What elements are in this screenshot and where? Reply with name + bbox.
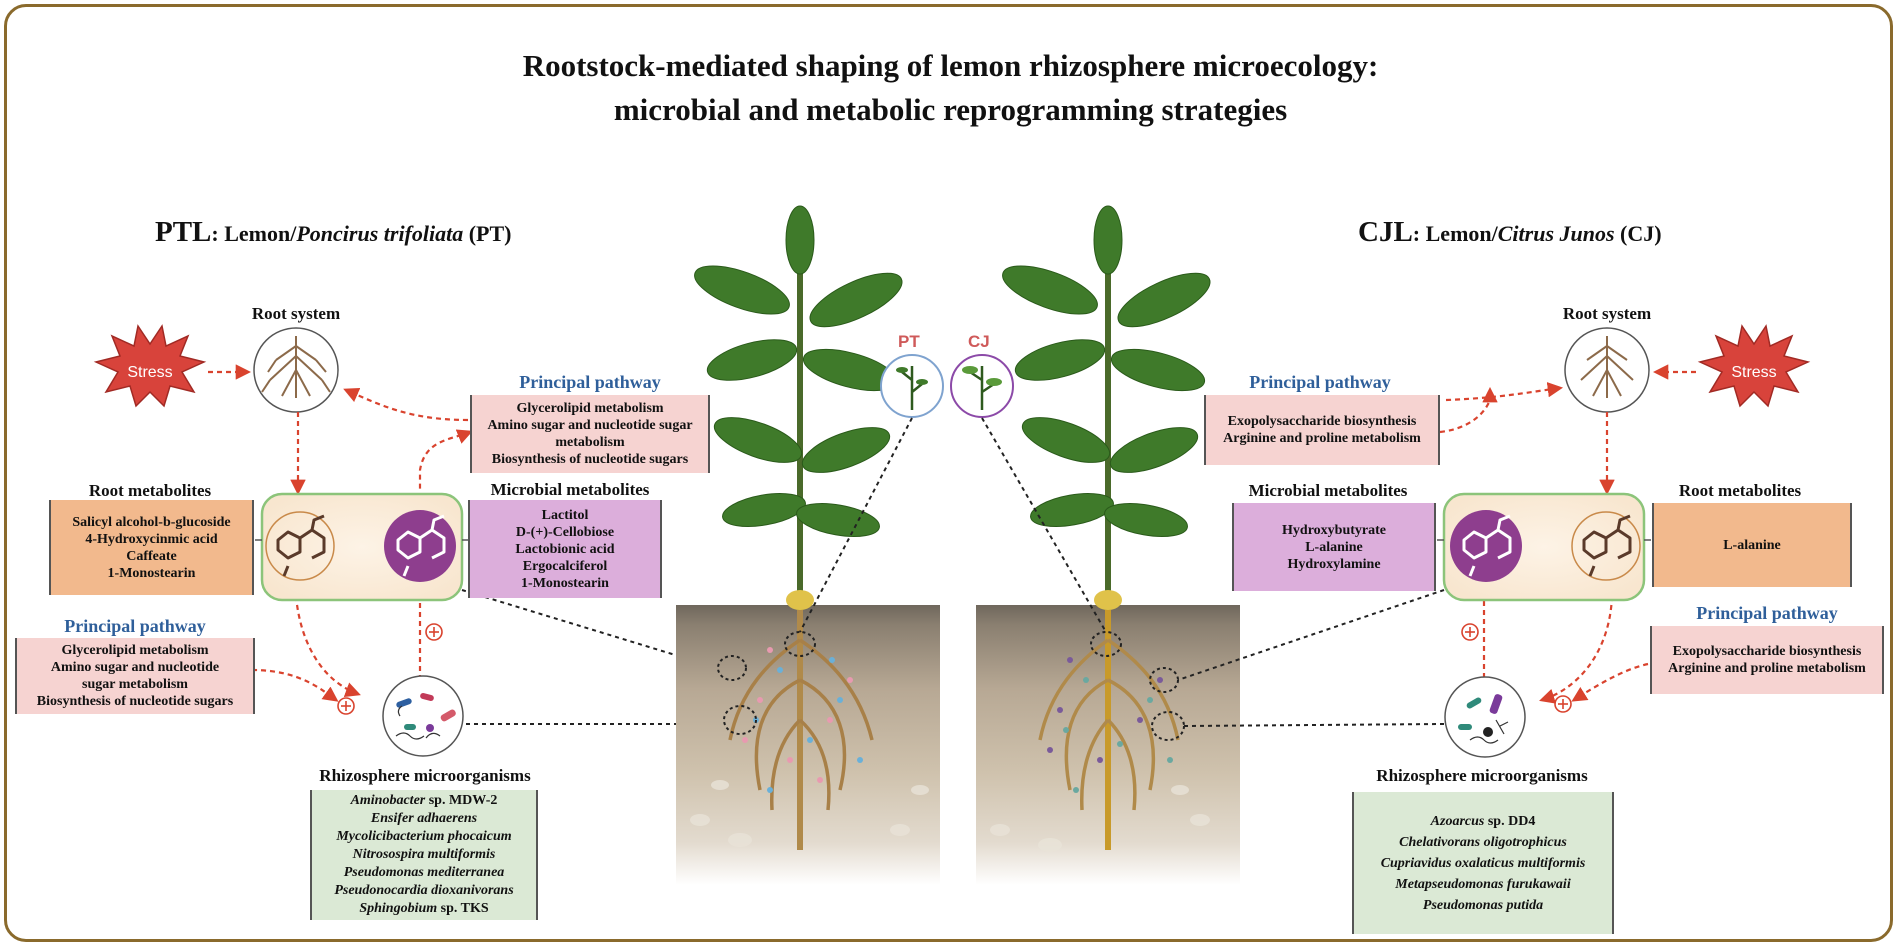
- pathway-line: Glycerolipid metabolism: [61, 643, 209, 658]
- seedling-cj-icon: [950, 354, 1014, 418]
- microbe-item: Pseudomonas putida: [1422, 897, 1544, 913]
- principal-pathway-title-right-bottom: Principal pathway: [1696, 603, 1838, 623]
- left-arrows: [208, 364, 473, 702]
- microbe-item: Azoarcus sp. DD4: [1430, 813, 1536, 829]
- pathway-line: Glycerolipid metabolism: [516, 401, 664, 416]
- stress-label-left: Stress: [127, 364, 173, 381]
- principal-pathway-box-right-bottom: Exopolysaccharide biosynthesis Arginine …: [1650, 626, 1884, 694]
- right-heading-text: Lemon/: [1425, 221, 1498, 246]
- pathway-line: Arginine and proline metabolism: [1668, 661, 1866, 676]
- metabolite-item: 1-Monostearin: [521, 575, 609, 591]
- pathway-line: Exopolysaccharide biosynthesis: [1227, 414, 1417, 429]
- principal-pathway-title-left-bottom: Principal pathway: [64, 616, 206, 636]
- pathway-line: Biosynthesis of nucleotide sugars: [491, 452, 689, 467]
- pathway-line: Amino sugar and nucleotide: [50, 660, 220, 675]
- microorganisms-box-right: Azoarcus sp. DD4 Chelativorans oligotrop…: [1352, 792, 1614, 934]
- metabolite-item: Hydroxylamine: [1287, 556, 1381, 572]
- figure-frame: [4, 4, 1893, 942]
- lemon-plant-icon-left: [694, 205, 903, 850]
- microbe-item: Pseudonocardia dioxanivorans: [334, 883, 514, 898]
- metabolite-panel-left: [255, 492, 470, 602]
- microbial-metabolites-box-left: Lactitol D-(+)-Cellobiose Lactobionic ac…: [468, 500, 662, 598]
- right-heading: CJL: Lemon/Citrus Junos (CJ): [1358, 216, 1662, 248]
- figure-title-line1: Rootstock-mediated shaping of lemon rhiz…: [522, 48, 1379, 83]
- microbe-item: Metapseudomonas furukawaii: [1395, 876, 1571, 892]
- pathway-line: metabolism: [555, 435, 625, 450]
- metabolite-item: Lactobionic acid: [515, 541, 615, 557]
- microbe-item: Chelativorans oligotrophicus: [1399, 834, 1567, 850]
- metabolite-item: Ergocalciferol: [522, 558, 608, 574]
- pathway-line: Biosynthesis of nucleotide sugars: [36, 694, 234, 709]
- plus-circle-icon: [337, 623, 443, 715]
- plus-circle-icon-right: [1461, 623, 1572, 713]
- microbial-metabolites-title-right: Microbial metabolites: [1248, 481, 1408, 500]
- left-heading: PTL: Lemon/Poncirus trifoliata (PT): [155, 216, 512, 248]
- root-metabolites-box-left: Salicyl alcohol-b-glucoside 4-Hydroxycin…: [49, 500, 254, 595]
- microbe-icon: [382, 675, 464, 757]
- rhizosphere-microorganisms-title-left: Rhizosphere microorganisms: [319, 766, 531, 785]
- right-arrows: [1439, 364, 1696, 704]
- lemon-plant-icon-right: [1002, 205, 1211, 850]
- microbial-metabolites-title-left: Microbial metabolites: [490, 480, 650, 499]
- microbe-item: Nitrosospira multiformis: [352, 847, 496, 862]
- right-heading-species: Citrus Junos: [1497, 221, 1615, 246]
- microbe-icon-right: [1444, 676, 1526, 758]
- metabolite-item: Hydroxybutyrate: [1282, 522, 1386, 538]
- stress-star-icon: [93, 324, 207, 408]
- metabolite-item: Salicyl alcohol-b-glucoside: [72, 514, 231, 530]
- principal-pathway-box-left-bottom: Glycerolipid metabolism Amino sugar and …: [15, 638, 255, 714]
- metabolite-item: L-alanine: [1305, 539, 1363, 555]
- right-heading-code: (CJ): [1620, 221, 1662, 246]
- pathway-line: Arginine and proline metabolism: [1223, 431, 1421, 446]
- microbial-metabolites-box-right: Hydroxybutyrate L-alanine Hydroxylamine: [1232, 503, 1436, 591]
- principal-pathway-title-right-top: Principal pathway: [1249, 372, 1391, 392]
- stress-label-right: Stress: [1731, 364, 1777, 381]
- seedling-pt-icon: [880, 354, 944, 418]
- left-heading-abbr: PTL: [155, 216, 212, 248]
- microbe-item: Mycolicibacterium phocaicum: [336, 829, 512, 844]
- principal-pathway-title-left-top: Principal pathway: [519, 372, 661, 392]
- metabolite-panel-right: [1437, 492, 1651, 602]
- tag-pt: PT: [898, 332, 920, 351]
- left-heading-species: Poncirus trifoliata: [296, 221, 464, 246]
- left-heading-text: Lemon/: [224, 221, 297, 246]
- root-system-icon-right: [1564, 327, 1650, 413]
- tag-cj: CJ: [968, 332, 990, 351]
- root-system-label-right: Root system: [1562, 304, 1652, 323]
- rhizosphere-microorganisms-title-right: Rhizosphere microorganisms: [1376, 766, 1588, 785]
- soil-profile-icon: [676, 605, 1240, 885]
- pathway-line: Amino sugar and nucleotide sugar: [487, 418, 693, 433]
- seedling-connectors: [799, 417, 1107, 633]
- stress-star-icon-right: [1697, 324, 1811, 408]
- metabolite-item: L-alanine: [1723, 537, 1781, 553]
- metabolite-item: 1-Monostearin: [107, 565, 196, 581]
- figure-title-line2: microbial and metabolic reprogramming st…: [613, 92, 1288, 127]
- root-metabolites-title-right: Root metabolites: [1678, 481, 1802, 500]
- microbe-item: Ensifer adhaerens: [370, 811, 478, 826]
- microbe-item: Aminobacter sp. MDW-2: [350, 793, 498, 808]
- microbe-item: Pseudomonas mediterranea: [343, 865, 505, 880]
- right-connectors: [1177, 589, 1445, 727]
- root-metabolites-box-right: L-alanine: [1652, 503, 1852, 587]
- microbe-item: Cupriavidus oxalaticus multiformis: [1380, 855, 1586, 871]
- microbe-item: Sphingobium sp. TKS: [359, 901, 489, 916]
- root-system-label-left: Root system: [251, 304, 341, 323]
- root-metabolites-title-left: Root metabolites: [88, 481, 212, 500]
- left-heading-code: (PT): [468, 221, 512, 246]
- microorganisms-box-left: Aminobacter sp. MDW-2 Ensifer adhaerens …: [310, 790, 538, 920]
- right-heading-abbr: CJL: [1358, 216, 1413, 248]
- metabolite-item: Lactitol: [541, 507, 589, 523]
- metabolite-item: 4-Hydroxycinmic acid: [85, 531, 218, 547]
- metabolite-item: D-(+)-Cellobiose: [515, 524, 615, 540]
- principal-pathway-box-left-top: Glycerolipid metabolism Amino sugar and …: [470, 395, 710, 473]
- root-system-icon: [253, 327, 339, 413]
- principal-pathway-box-right-top: Exopolysaccharide biosynthesis Arginine …: [1204, 395, 1440, 465]
- pathway-line: Exopolysaccharide biosynthesis: [1672, 644, 1862, 659]
- pathway-line: sugar metabolism: [82, 677, 188, 692]
- metabolite-item: Caffeate: [126, 548, 177, 564]
